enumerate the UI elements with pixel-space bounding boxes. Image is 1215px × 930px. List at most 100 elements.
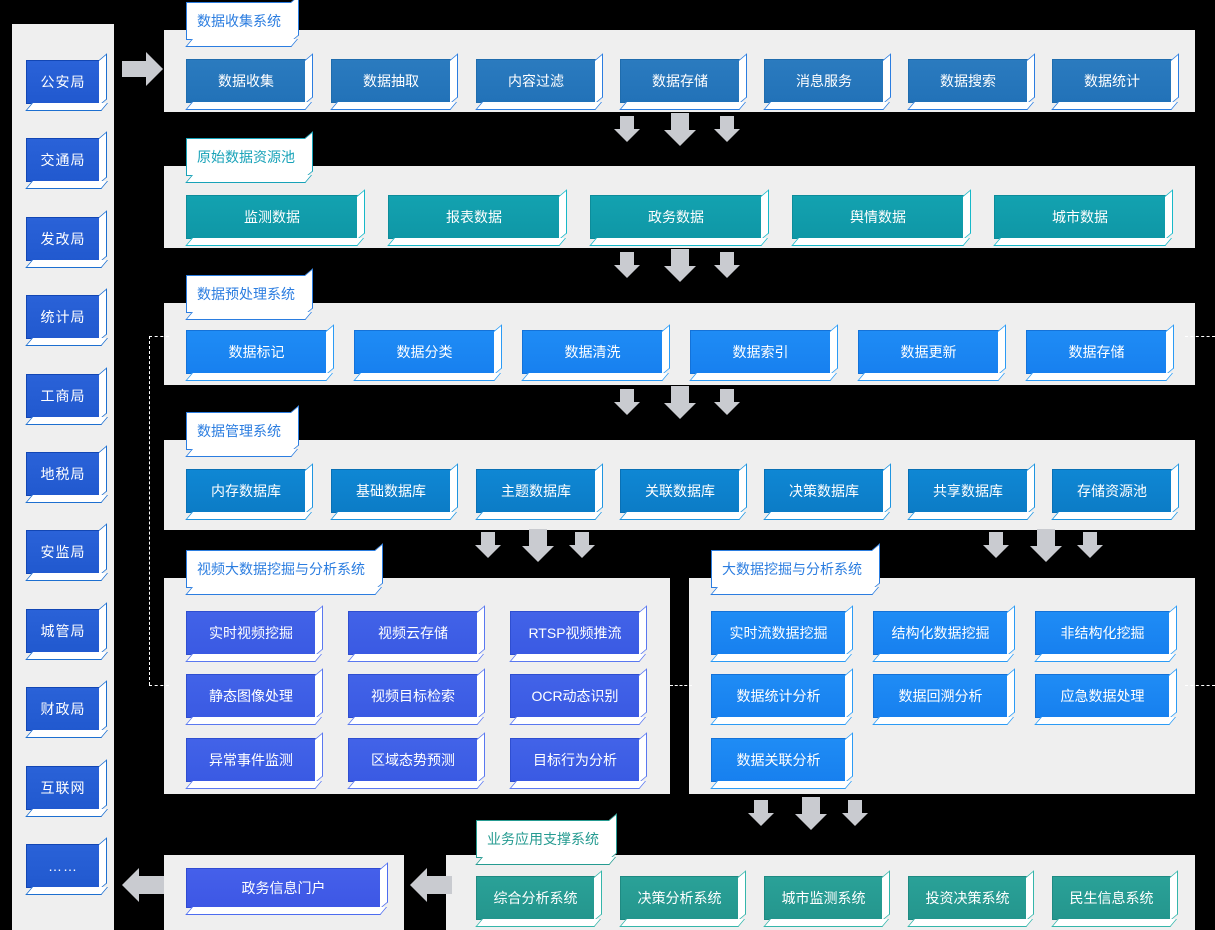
box-label: RTSP视频推流 xyxy=(528,625,622,641)
box-label: 数据分类 xyxy=(396,344,453,360)
box-business-0[interactable]: 综合分析系统 xyxy=(476,876,595,920)
agencies-sidebar: 公安局 交通局 发改局 统计局 工商局 地税局 安监局 城管局 财政局 互联网 … xyxy=(12,24,114,930)
box-label: 数据存储 xyxy=(652,73,708,89)
box-pool-4[interactable]: 城市数据 xyxy=(994,195,1166,239)
box-label: 政务信息门户 xyxy=(241,880,326,896)
sidebar-item-3[interactable]: 统计局 xyxy=(26,295,100,339)
box-label: 目标行为分析 xyxy=(533,752,617,768)
sidebar-item-1[interactable]: 交通局 xyxy=(26,138,100,182)
box-label: 关联数据库 xyxy=(645,483,715,499)
arrow-left-to-portal-icon xyxy=(410,865,452,905)
box-label: 视频目标检索 xyxy=(371,688,455,704)
box-mining-4[interactable]: 数据回溯分析 xyxy=(873,674,1008,718)
panel-title-text: 视频大数据挖掘与分析系统 xyxy=(197,561,365,577)
sidebar-item-5[interactable]: 地税局 xyxy=(26,452,100,496)
box-manage-2[interactable]: 主题数据库 xyxy=(476,469,596,513)
box-manage-6[interactable]: 存储资源池 xyxy=(1052,469,1172,513)
box-label: 数据关联分析 xyxy=(736,752,821,768)
box-label: 内存数据库 xyxy=(211,483,281,499)
sidebar-item-label: 统计局 xyxy=(40,309,86,325)
box-preprocess-1[interactable]: 数据分类 xyxy=(354,330,495,374)
box-preprocess-4[interactable]: 数据更新 xyxy=(858,330,999,374)
box-business-1[interactable]: 决策分析系统 xyxy=(620,876,739,920)
sidebar-item-label: 城管局 xyxy=(40,623,86,639)
box-label: OCR动态识别 xyxy=(531,688,619,704)
box-collect-4[interactable]: 消息服务 xyxy=(764,59,884,103)
box-manage-0[interactable]: 内存数据库 xyxy=(186,469,306,513)
dashed-connector-left-top xyxy=(149,336,169,337)
panel-title-text: 数据预处理系统 xyxy=(197,286,295,302)
box-label: 数据抽取 xyxy=(363,73,419,89)
sidebar-item-7[interactable]: 城管局 xyxy=(26,609,100,653)
sidebar-item-2[interactable]: 发改局 xyxy=(26,217,100,261)
box-manage-5[interactable]: 共享数据库 xyxy=(908,469,1028,513)
box-mining-0[interactable]: 实时流数据挖掘 xyxy=(711,611,846,655)
box-label: 政务数据 xyxy=(648,209,704,225)
sidebar-item-10[interactable]: …… xyxy=(26,844,100,888)
sidebar-item-label: 安监局 xyxy=(40,544,86,560)
sidebar-item-label: 公安局 xyxy=(40,74,86,90)
sidebar-item-6[interactable]: 安监局 xyxy=(26,530,100,574)
panel-title-mining: 大数据挖掘与分析系统 xyxy=(711,550,873,588)
box-label: 决策分析系统 xyxy=(637,890,722,906)
box-pool-0[interactable]: 监测数据 xyxy=(186,195,358,239)
box-mining-1[interactable]: 结构化数据挖掘 xyxy=(873,611,1008,655)
box-label: 数据存储 xyxy=(1068,344,1125,360)
box-label: 区域态势预测 xyxy=(371,752,455,768)
box-mining-2[interactable]: 非结构化挖掘 xyxy=(1035,611,1170,655)
box-mining-5[interactable]: 应急数据处理 xyxy=(1035,674,1170,718)
box-label: 主题数据库 xyxy=(501,483,571,499)
box-mining-3[interactable]: 数据统计分析 xyxy=(711,674,846,718)
box-collect-6[interactable]: 数据统计 xyxy=(1052,59,1172,103)
box-business-3[interactable]: 投资决策系统 xyxy=(908,876,1027,920)
box-manage-4[interactable]: 决策数据库 xyxy=(764,469,884,513)
box-video-0[interactable]: 实时视频挖掘 xyxy=(186,611,316,655)
box-collect-5[interactable]: 数据搜索 xyxy=(908,59,1028,103)
box-label: 城市监测系统 xyxy=(781,890,866,906)
box-label: 投资决策系统 xyxy=(925,890,1010,906)
box-video-1[interactable]: 视频云存储 xyxy=(348,611,478,655)
box-collect-0[interactable]: 数据收集 xyxy=(186,59,306,103)
sidebar-item-0[interactable]: 公安局 xyxy=(26,60,100,104)
box-label: 数据清洗 xyxy=(564,344,621,360)
panel-title-video: 视频大数据挖掘与分析系统 xyxy=(186,550,376,588)
sidebar-item-label: 工商局 xyxy=(40,388,86,404)
box-preprocess-2[interactable]: 数据清洗 xyxy=(522,330,663,374)
box-portal-0[interactable]: 政务信息门户 xyxy=(186,868,381,908)
box-video-6[interactable]: 异常事件监测 xyxy=(186,738,316,782)
box-label: 非结构化挖掘 xyxy=(1060,625,1145,641)
box-collect-3[interactable]: 数据存储 xyxy=(620,59,740,103)
box-video-4[interactable]: 视频目标检索 xyxy=(348,674,478,718)
box-label: 实时视频挖掘 xyxy=(209,625,293,641)
panel-title-text: 原始数据资源池 xyxy=(197,149,295,165)
box-pool-2[interactable]: 政务数据 xyxy=(590,195,762,239)
box-manage-3[interactable]: 关联数据库 xyxy=(620,469,740,513)
box-video-2[interactable]: RTSP视频推流 xyxy=(510,611,640,655)
box-preprocess-5[interactable]: 数据存储 xyxy=(1026,330,1167,374)
box-preprocess-0[interactable]: 数据标记 xyxy=(186,330,327,374)
box-manage-1[interactable]: 基础数据库 xyxy=(331,469,451,513)
box-label: 数据索引 xyxy=(732,344,789,360)
dashed-connector-right-bottom xyxy=(1185,685,1215,686)
arrow-right-to-collect-icon xyxy=(122,52,163,86)
box-preprocess-3[interactable]: 数据索引 xyxy=(690,330,831,374)
box-business-4[interactable]: 民生信息系统 xyxy=(1052,876,1171,920)
sidebar-item-4[interactable]: 工商局 xyxy=(26,374,100,418)
panel-title-manage: 数据管理系统 xyxy=(186,412,292,450)
box-video-8[interactable]: 目标行为分析 xyxy=(510,738,640,782)
box-video-3[interactable]: 静态图像处理 xyxy=(186,674,316,718)
arrow-left-to-sidebar-icon xyxy=(122,865,164,905)
box-collect-1[interactable]: 数据抽取 xyxy=(331,59,451,103)
box-label: 数据搜索 xyxy=(940,73,996,89)
box-video-5[interactable]: OCR动态识别 xyxy=(510,674,640,718)
dashed-connector-left-bottom xyxy=(149,685,169,686)
box-pool-1[interactable]: 报表数据 xyxy=(388,195,560,239)
box-pool-3[interactable]: 舆情数据 xyxy=(792,195,964,239)
sidebar-item-9[interactable]: 互联网 xyxy=(26,766,100,810)
sidebar-item-8[interactable]: 财政局 xyxy=(26,687,100,731)
box-collect-2[interactable]: 内容过滤 xyxy=(476,59,596,103)
box-business-2[interactable]: 城市监测系统 xyxy=(764,876,883,920)
box-label: 民生信息系统 xyxy=(1069,890,1154,906)
box-mining-6[interactable]: 数据关联分析 xyxy=(711,738,846,782)
box-video-7[interactable]: 区域态势预测 xyxy=(348,738,478,782)
